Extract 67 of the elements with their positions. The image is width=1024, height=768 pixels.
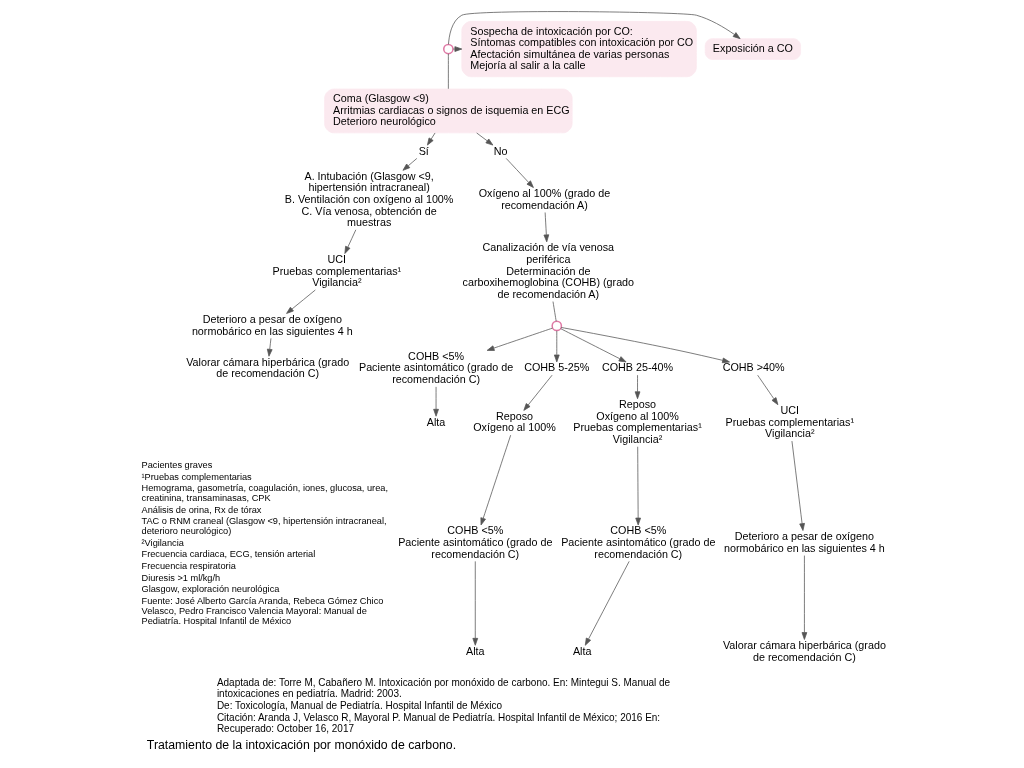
caption: Tratamiento de la intoxicación por monóxido de carbono.	[146, 738, 457, 753]
label: De: Toxicología, Manual de Pediatría. Hospital Infantil de México	[216, 700, 502, 712]
label: Glasgow, exploración neurológica	[141, 584, 280, 595]
label: Adaptada de: Torre M, Cabañero M. Intoxicación por monóxido de carbono. En: Mintegui S. Manual de intoxicaciones en pediatría. Madrid: 2003.	[216, 677, 671, 699]
node-text: Alta	[572, 644, 592, 657]
arrow	[634, 374, 641, 400]
node-text: COHB <5% Paciente asintomático (grado de recomendación C)	[358, 349, 514, 385]
label: ¹Pruebas complementarias	[141, 471, 252, 482]
arrow	[560, 328, 627, 363]
label: ²Vigilancia	[141, 537, 184, 548]
label: Citación: Aranda J, Velasco R, Mayoral P. Manual de Pediatría. Hospital Infantil de México; 2016 En: Recuperado: October 16, 2017	[216, 712, 661, 735]
node-text: Reposo Oxígeno al 100%	[473, 409, 556, 434]
node-text: COHB <5% Paciente asintomático (grado de recomendación C)	[561, 524, 716, 560]
label: Análisis de orina, Rx de tórax	[141, 504, 262, 515]
node-text: Valorar cámara hiperbárica (grado de recomendación C)	[722, 639, 886, 663]
arrow	[480, 434, 512, 526]
node-text: COHB <5% Paciente asintomático (grado de recomendación C)	[398, 524, 553, 560]
connector	[448, 53, 449, 90]
arrow	[402, 158, 418, 171]
label: Diuresis >1 ml/kg/h	[141, 572, 221, 583]
label: Frecuencia cardiaca, ECG, tensión arterial	[141, 549, 316, 560]
node-text: No	[493, 144, 508, 157]
arrow	[791, 440, 805, 531]
arrow	[448, 11, 741, 45]
label: Frecuencia respiratoria	[141, 560, 236, 571]
node-box: Coma (Glasgow <9) Arritmias cardiacas o signos de isquemia en ECG Deterioro neurológico	[324, 88, 573, 134]
node-text: Alta	[426, 415, 446, 428]
node-circle	[551, 320, 563, 332]
arrow	[472, 561, 479, 646]
arrow	[476, 132, 494, 146]
label: TAC o RNM craneal (Glasgow <9, hipertensión intracraneal, deterioro neurológico)	[141, 516, 387, 537]
node-text: UCI Pruebas complementarias¹ Vigilancia²	[725, 404, 855, 440]
arrow	[486, 327, 553, 351]
node-text: COHB 5-25%	[524, 361, 590, 374]
arrow	[584, 561, 630, 646]
label: Fuente: José Alberto García Aranda, Rebeca Gómez Chico Velasco, Pedro Francisco Valencia Mayoral: Manual de Pediatría. Hospital Infantil de México	[141, 595, 384, 626]
arrow	[801, 555, 808, 640]
arrow	[344, 229, 357, 254]
arrow	[433, 386, 439, 417]
node-text: Deterioro a pesar de oxígeno normobárico en las siguientes 4 h	[191, 312, 353, 337]
arrow	[427, 132, 436, 146]
node-box: Sospecha de intoxicación por CO: Síntomas compatibles con intoxicación por CO Afectación simultánea de varias personas Mejoría al salir a la calle	[461, 20, 697, 78]
node-text: Sí	[418, 144, 429, 157]
label: Pacientes graves	[141, 460, 213, 471]
node-text: Canalización de vía venosa periférica Determinación de carboxihemoglobina (COHB) (grado de recomendación A)	[462, 241, 635, 300]
node-box: Exposición a CO	[704, 38, 801, 60]
node-text: COHB 25-40%	[601, 361, 674, 374]
connector	[552, 301, 557, 322]
node-text: Valorar cámara hiperbárica (grado de recomendación C)	[186, 355, 350, 380]
arrow	[543, 212, 550, 243]
arrow	[635, 446, 641, 526]
arrow	[505, 158, 534, 188]
arrow	[560, 327, 730, 364]
arrow	[554, 330, 560, 363]
node-text: A. Intubación (Glasgow <9, hipertensión intracraneal) B. Ventilación con oxígeno al 100% C. Vía venosa, obtención de muestras	[284, 169, 454, 229]
node-text: Reposo Oxígeno al 100% Pruebas complementarias¹ Vigilancia²	[573, 398, 702, 445]
node-text: Alta	[466, 644, 485, 657]
node-text: COHB >40%	[722, 361, 785, 374]
node-text: Oxígeno al 100% (grado de recomendación A)	[478, 187, 611, 211]
node-text: Deterioro a pesar de oxígeno normobárico en las siguientes 4 h	[724, 530, 885, 554]
arrow	[523, 374, 553, 411]
node-text: UCI Pruebas complementarias¹ Vigilancia²	[272, 252, 402, 289]
label: Hemograma, gasometría, coagulación, iones, glucosa, urea, creatinina, transaminasas, CPK	[141, 483, 389, 504]
arrow	[266, 337, 273, 357]
arrow	[452, 46, 463, 52]
arrow	[757, 374, 779, 406]
arrow	[286, 289, 316, 314]
